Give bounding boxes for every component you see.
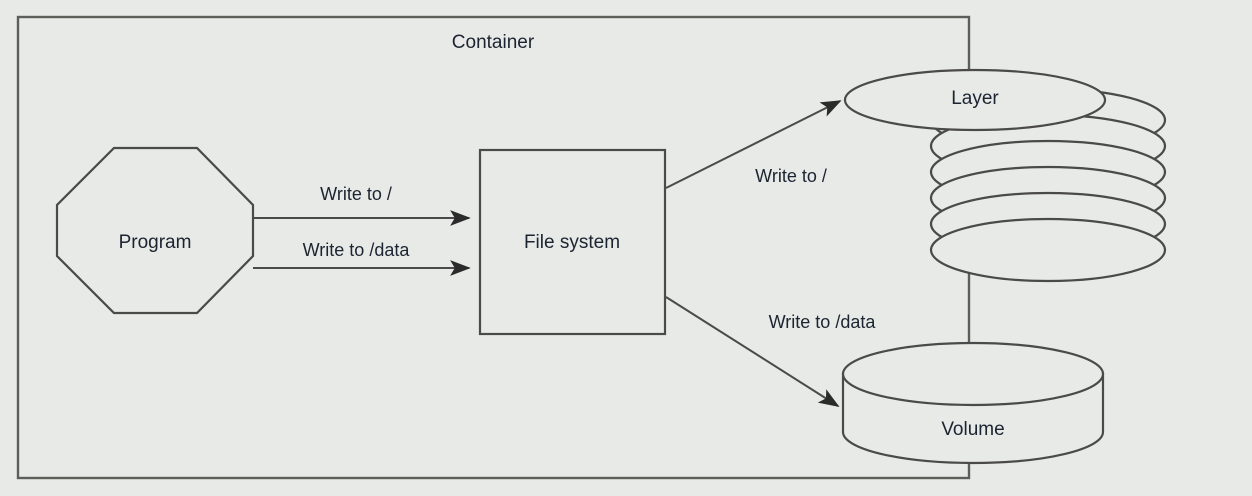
container-title: Container [452, 32, 535, 53]
edge-label-program-to-fs-data: Write to /data [303, 240, 411, 260]
node-program[interactable] [55, 146, 255, 315]
edge-fs-to-volume [665, 296, 840, 407]
edge-label-fs-to-volume: Write to /data [769, 312, 877, 332]
node-file-system[interactable] [478, 148, 667, 336]
node-layer[interactable] [843, 68, 1107, 132]
edge-label-fs-to-layer: Write to / [755, 166, 827, 186]
layer-stack-disc-6 [929, 217, 1167, 283]
edge-label-program-to-fs-root: Write to / [320, 184, 392, 204]
node-volume-label: Volume [941, 419, 1004, 440]
volume-top [841, 341, 1105, 407]
node-file-system-label: File system [524, 232, 620, 253]
node-program-label: Program [119, 232, 192, 253]
edge-fs-to-layer [665, 100, 842, 189]
node-volume[interactable] [841, 341, 1105, 465]
node-layer-label: Layer [951, 88, 999, 109]
